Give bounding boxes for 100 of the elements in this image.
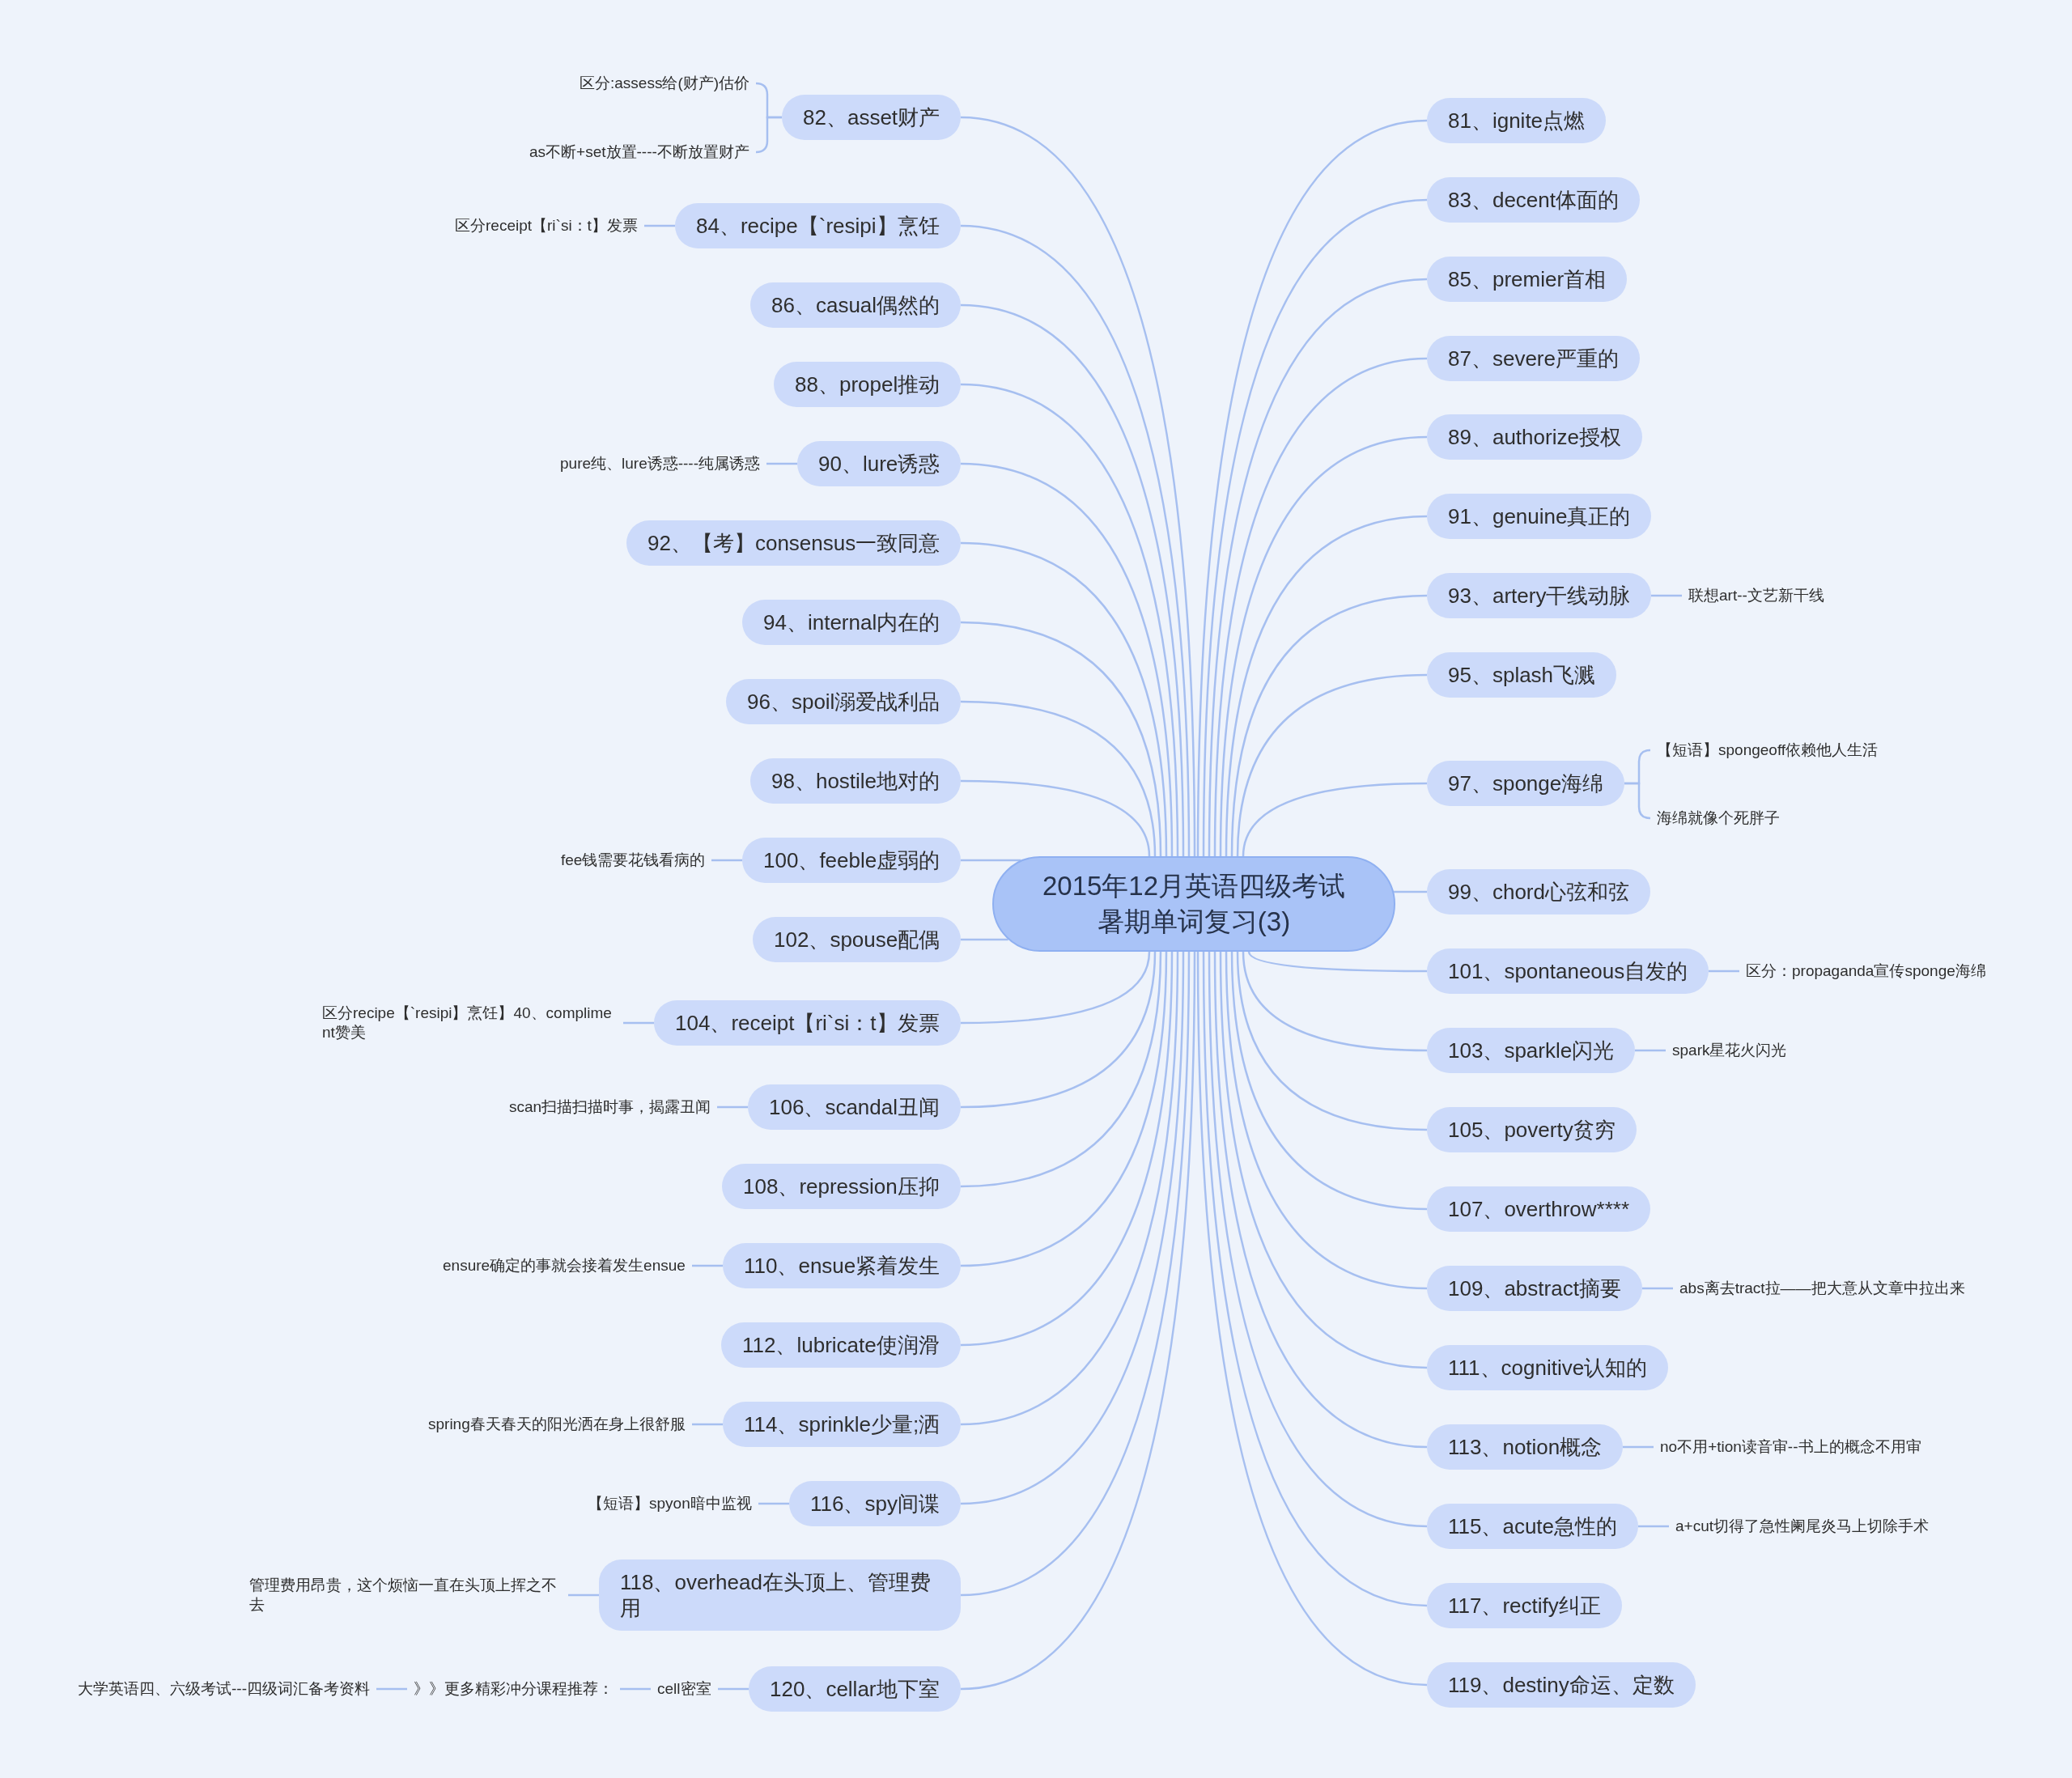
note-text: 管理费用昂贵，这个烦恼一直在头顶上挥之不去 bbox=[243, 1576, 568, 1615]
connector-line bbox=[758, 1502, 789, 1505]
note-text: pure纯、lure诱惑----纯属诱惑 bbox=[554, 454, 767, 473]
topic-node: 91、genuine真正的 bbox=[1427, 494, 1652, 539]
note-text: 区分：propaganda宣传sponge海绵 bbox=[1739, 961, 1993, 981]
connector-line bbox=[1623, 1445, 1654, 1449]
connector-line bbox=[766, 462, 797, 465]
connector-line bbox=[692, 1264, 723, 1267]
topic-node: 107、overthrow**** bbox=[1427, 1186, 1650, 1232]
topic-node: 87、severe严重的 bbox=[1427, 336, 1640, 381]
branch-line bbox=[960, 700, 1157, 857]
connector-line bbox=[376, 1687, 407, 1691]
connector-line bbox=[1651, 594, 1682, 597]
connector-line bbox=[1642, 1287, 1673, 1290]
branch-line bbox=[960, 541, 1168, 857]
topic-node: 114、sprinkle少量;洒 bbox=[723, 1402, 962, 1447]
branch-line bbox=[1219, 951, 1428, 1369]
topic-node: 115、acute急性的 bbox=[1427, 1504, 1639, 1549]
topic-node: 103、sparkle闪光 bbox=[1427, 1028, 1636, 1073]
branch-line bbox=[960, 951, 1157, 1109]
topic-node: 105、poverty贫穷 bbox=[1427, 1107, 1637, 1152]
branch-line bbox=[960, 462, 1174, 857]
branch-line bbox=[1236, 673, 1428, 857]
note-text: spark星花火闪光 bbox=[1666, 1041, 1794, 1060]
branch-line bbox=[961, 859, 1021, 862]
note-text: no不用+tion读音审--书上的概念不用审 bbox=[1654, 1437, 1928, 1457]
note-text: as不断+set放置----不断放置财产 bbox=[523, 142, 756, 162]
branch-line bbox=[1247, 951, 1427, 973]
bracket-connector bbox=[1624, 782, 1651, 820]
connector-line bbox=[717, 1105, 748, 1109]
topic-node: 111、cognitive认知的 bbox=[1427, 1345, 1669, 1390]
note-text: 区分:assess给(财产)估价 bbox=[573, 74, 757, 93]
branch-line bbox=[960, 951, 1162, 1188]
connector-line bbox=[620, 1687, 651, 1691]
branch-line bbox=[960, 116, 1196, 856]
branch-line bbox=[960, 951, 1185, 1505]
topic-node: 97、sponge海绵 bbox=[1427, 761, 1625, 806]
topic-node: 120、cellar地下室 bbox=[749, 1666, 961, 1712]
note-text: abs离去tract拉——把大意从文章中拉出来 bbox=[1673, 1279, 1972, 1298]
topic-node: 95、splash飞溅 bbox=[1427, 652, 1617, 698]
connector-line bbox=[623, 1021, 654, 1025]
topic-node: 89、authorize授权 bbox=[1427, 414, 1642, 460]
branch-line bbox=[1242, 951, 1428, 1052]
connector-line bbox=[568, 1593, 599, 1597]
topic-node: 112、lubricate使润滑 bbox=[721, 1322, 961, 1368]
note-text: 区分recipe【`resipi】烹饪】40、compliment赞美 bbox=[316, 1004, 623, 1042]
branch-line bbox=[1230, 594, 1428, 857]
topic-node: 93、artery干线动脉 bbox=[1427, 573, 1652, 618]
branch-line bbox=[960, 951, 1179, 1426]
branch-line bbox=[960, 951, 1174, 1347]
bracket-connector bbox=[755, 116, 782, 154]
topic-node: 102、spouse配偶 bbox=[753, 917, 962, 962]
connector-line bbox=[1709, 970, 1739, 973]
note-text: 【短语】spongeoff依赖他人生活 bbox=[1650, 740, 1885, 760]
connector-line bbox=[644, 224, 675, 227]
topic-node: 119、destiny命运、定数 bbox=[1427, 1662, 1696, 1708]
connector-line bbox=[711, 859, 742, 862]
topic-node: 100、feeble虚弱的 bbox=[742, 838, 962, 883]
note-text: fee钱需要花钱看病的 bbox=[554, 851, 712, 870]
connector-line bbox=[718, 1687, 749, 1691]
topic-node: 85、premier首相 bbox=[1427, 257, 1628, 302]
note-text: cell密室 bbox=[651, 1679, 718, 1699]
topic-node: 81、ignite点燃 bbox=[1427, 98, 1607, 143]
branch-line bbox=[1236, 951, 1428, 1131]
note-text: 》》更多精彩冲分课程推荐： bbox=[407, 1679, 620, 1699]
topic-node: 83、decent体面的 bbox=[1427, 177, 1640, 223]
branch-line bbox=[1219, 435, 1428, 857]
topic-node: 109、abstract摘要 bbox=[1427, 1266, 1642, 1311]
connector-line bbox=[1635, 1049, 1666, 1052]
branch-line bbox=[960, 779, 1151, 857]
note-text: ensure确定的事就会接着发生ensue bbox=[436, 1256, 692, 1275]
branch-line bbox=[960, 951, 1168, 1267]
topic-node: 113、notion概念 bbox=[1427, 1424, 1624, 1470]
branch-line bbox=[960, 951, 1151, 1025]
topic-node: 88、propel推动 bbox=[774, 362, 962, 407]
topic-node: 92、【考】consensus一致同意 bbox=[626, 520, 962, 566]
topic-node: 104、receipt【ri`si：t】发票 bbox=[654, 1000, 961, 1046]
branch-line bbox=[1394, 890, 1427, 893]
note-text: spring春天春天的阳光洒在身上很舒服 bbox=[422, 1415, 692, 1434]
branch-line bbox=[1225, 515, 1428, 857]
branch-line bbox=[960, 621, 1162, 857]
note-text: 海绵就像个死胖子 bbox=[1650, 808, 1786, 828]
central-topic: 2015年12月英语四级考试暑期单词复习(3) bbox=[992, 856, 1395, 952]
topic-node: 118、overhead在头顶上、管理费用 bbox=[599, 1559, 961, 1631]
topic-node: 90、lure诱惑 bbox=[797, 441, 962, 486]
topic-node: 108、repression压抑 bbox=[722, 1164, 961, 1209]
topic-node: 96、spoil溺爱战利品 bbox=[726, 679, 962, 724]
note-text: 【短语】spyon暗中监视 bbox=[581, 1494, 758, 1513]
topic-node: 101、spontaneous自发的 bbox=[1427, 948, 1709, 994]
topic-node: 94、internal内在的 bbox=[742, 600, 962, 645]
branch-line bbox=[1230, 951, 1428, 1211]
topic-node: 99、chord心弦和弦 bbox=[1427, 869, 1650, 914]
topic-node: 116、spy间谍 bbox=[789, 1481, 961, 1526]
topic-node: 98、hostile地对的 bbox=[750, 758, 962, 804]
connector-line bbox=[692, 1423, 723, 1426]
branch-line bbox=[1225, 951, 1428, 1290]
branch-line bbox=[1213, 357, 1428, 857]
note-text: 大学英语四、六级考试---四级词汇备考资料 bbox=[71, 1679, 376, 1699]
note-text: a+cut切得了急性阑尾炎马上切除手术 bbox=[1669, 1517, 1935, 1536]
connector-line bbox=[1638, 1525, 1669, 1528]
